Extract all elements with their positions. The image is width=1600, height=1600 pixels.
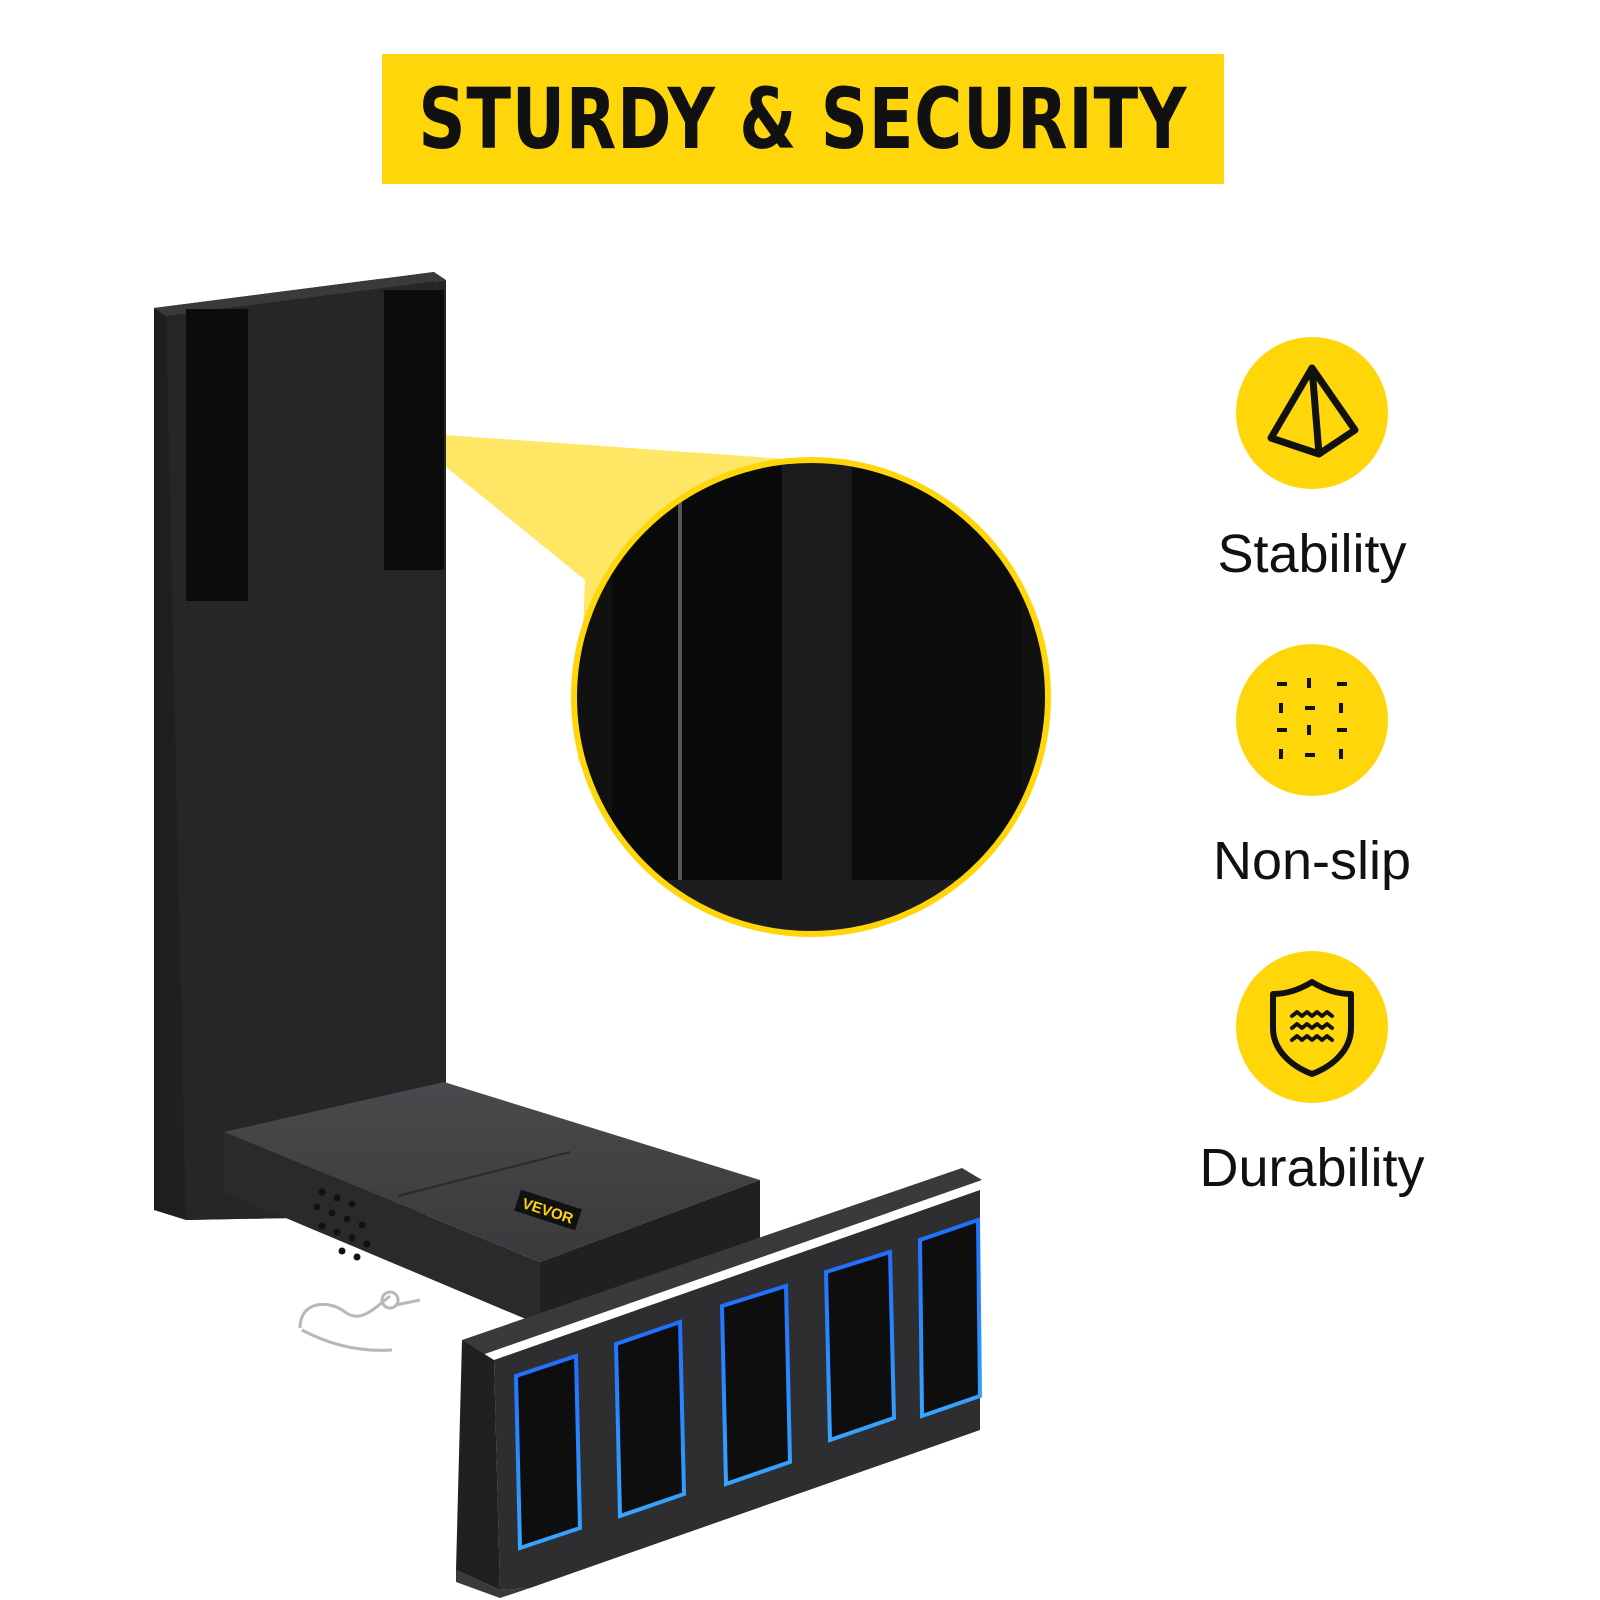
feature-stability: Stability (1162, 337, 1462, 585)
feature-non-slip: Non-slip (1162, 644, 1462, 892)
feature-label: Stability (1217, 524, 1407, 584)
shield-waves-icon (1270, 979, 1354, 1077)
zoom-circle-border (571, 457, 1051, 937)
pyramid-icon (1267, 364, 1359, 458)
feature-label: Non-slip (1212, 831, 1412, 891)
banner-title: STURDY & SECURITY (418, 70, 1188, 168)
mount-base-box: VEVOR (224, 1082, 760, 1325)
pin-chain (298, 1290, 421, 1352)
front-felt-pads (513, 1217, 983, 1551)
title-banner: STURDY & SECURITY (382, 54, 1224, 184)
feature-badge (1236, 337, 1388, 489)
vent-holes (313, 1188, 371, 1261)
mount-back-plate (154, 272, 446, 1220)
feature-badge (1236, 951, 1388, 1103)
feature-label: Durability (1199, 1138, 1425, 1198)
feature-durability: Durability (1162, 951, 1462, 1199)
feature-badge (1236, 644, 1388, 796)
dots-grid-icon (1277, 678, 1347, 759)
